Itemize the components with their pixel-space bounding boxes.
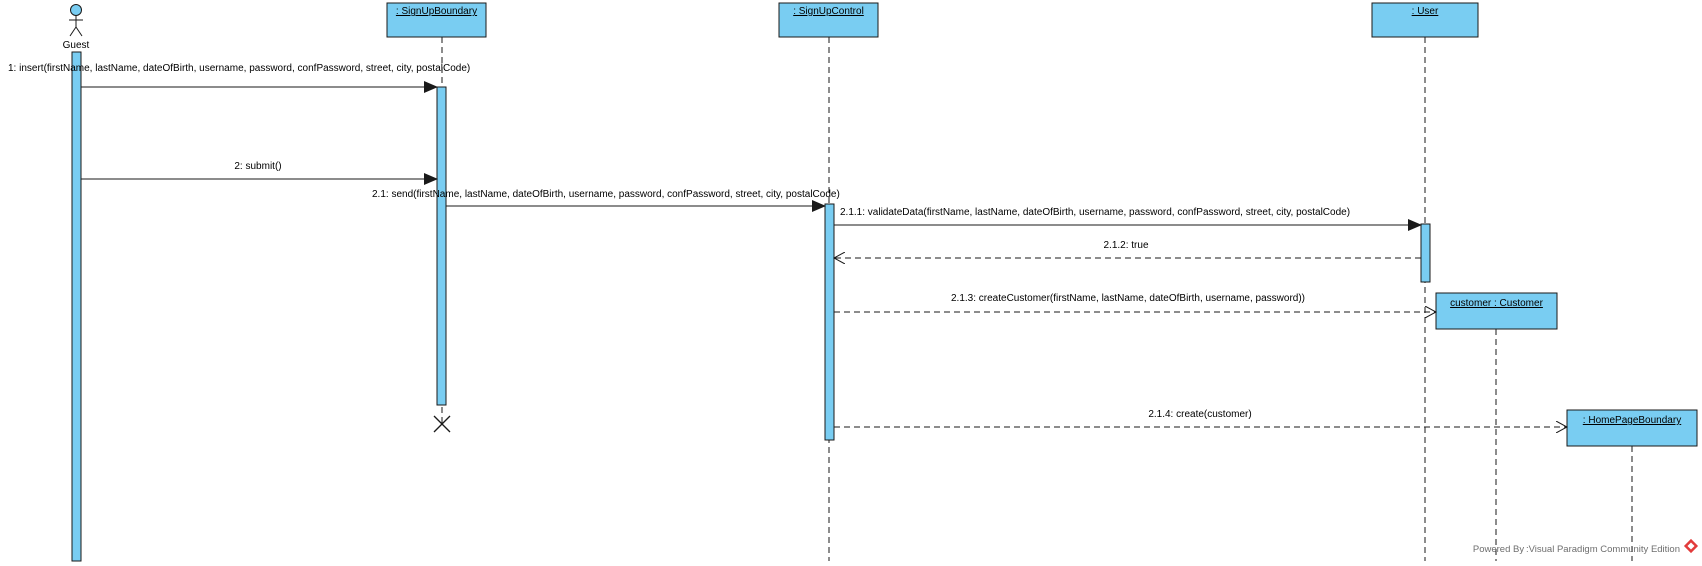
message-label: 2.1.2: true bbox=[1103, 240, 1148, 251]
actor-guest[interactable]: Guest bbox=[63, 4, 90, 52]
message-create-homepage[interactable]: 2.1.4: create(customer) bbox=[834, 409, 1567, 427]
activation-signup-control bbox=[824, 203, 835, 441]
message-label: 2: submit() bbox=[234, 161, 281, 172]
message-label: 2.1: send(firstName, lastName, dateOfBir… bbox=[372, 189, 840, 200]
visual-paradigm-logo-icon bbox=[1683, 538, 1699, 554]
activation-user bbox=[1420, 223, 1431, 283]
lifeline-user[interactable]: : User bbox=[1371, 2, 1479, 561]
lifeline-label: : SignUpBoundary bbox=[396, 6, 477, 17]
actor-stick-figure-icon bbox=[69, 4, 83, 37]
message-validate-data[interactable]: 2.1.1: validateData(firstName, lastName,… bbox=[834, 207, 1422, 231]
message-send[interactable]: 2.1: send(firstName, lastName, dateOfBir… bbox=[372, 189, 840, 212]
lifeline-header bbox=[1371, 2, 1479, 38]
lifeline-signup-boundary[interactable]: : SignUpBoundary bbox=[386, 2, 487, 425]
lifeline-homepage-boundary[interactable]: : HomePageBoundary bbox=[1566, 409, 1698, 561]
destroy-mark bbox=[433, 415, 451, 433]
actor-label: Guest bbox=[63, 40, 90, 51]
lifeline-header bbox=[386, 2, 487, 38]
message-insert[interactable]: 1: insert(firstName, lastName, dateOfBir… bbox=[8, 63, 470, 93]
activation-signup-boundary bbox=[436, 86, 447, 406]
message-create-customer[interactable]: 2.1.3: createCustomer(firstName, lastNam… bbox=[834, 293, 1436, 312]
lifeline-label: customer : Customer bbox=[1450, 298, 1543, 309]
watermark-text: Powered By :Visual Paradigm Community Ed… bbox=[1473, 544, 1680, 555]
message-label: 2.1.4: create(customer) bbox=[1148, 409, 1251, 420]
watermark: Powered By :Visual Paradigm Community Ed… bbox=[1473, 538, 1699, 555]
lifeline-label: : HomePageBoundary bbox=[1583, 415, 1681, 426]
lifeline-header bbox=[1566, 409, 1698, 447]
message-label: 2.1.1: validateData(firstName, lastName,… bbox=[840, 207, 1350, 218]
activation-guest bbox=[71, 51, 82, 562]
message-label: 2.1.3: createCustomer(firstName, lastNam… bbox=[951, 293, 1305, 304]
message-label: 1: insert(firstName, lastName, dateOfBir… bbox=[8, 63, 470, 74]
message-submit[interactable]: 2: submit() bbox=[81, 161, 438, 185]
lifeline-label: : SignUpControl bbox=[793, 6, 864, 17]
lifeline-label: : User bbox=[1412, 6, 1439, 17]
message-return-true[interactable]: 2.1.2: true bbox=[834, 240, 1421, 258]
